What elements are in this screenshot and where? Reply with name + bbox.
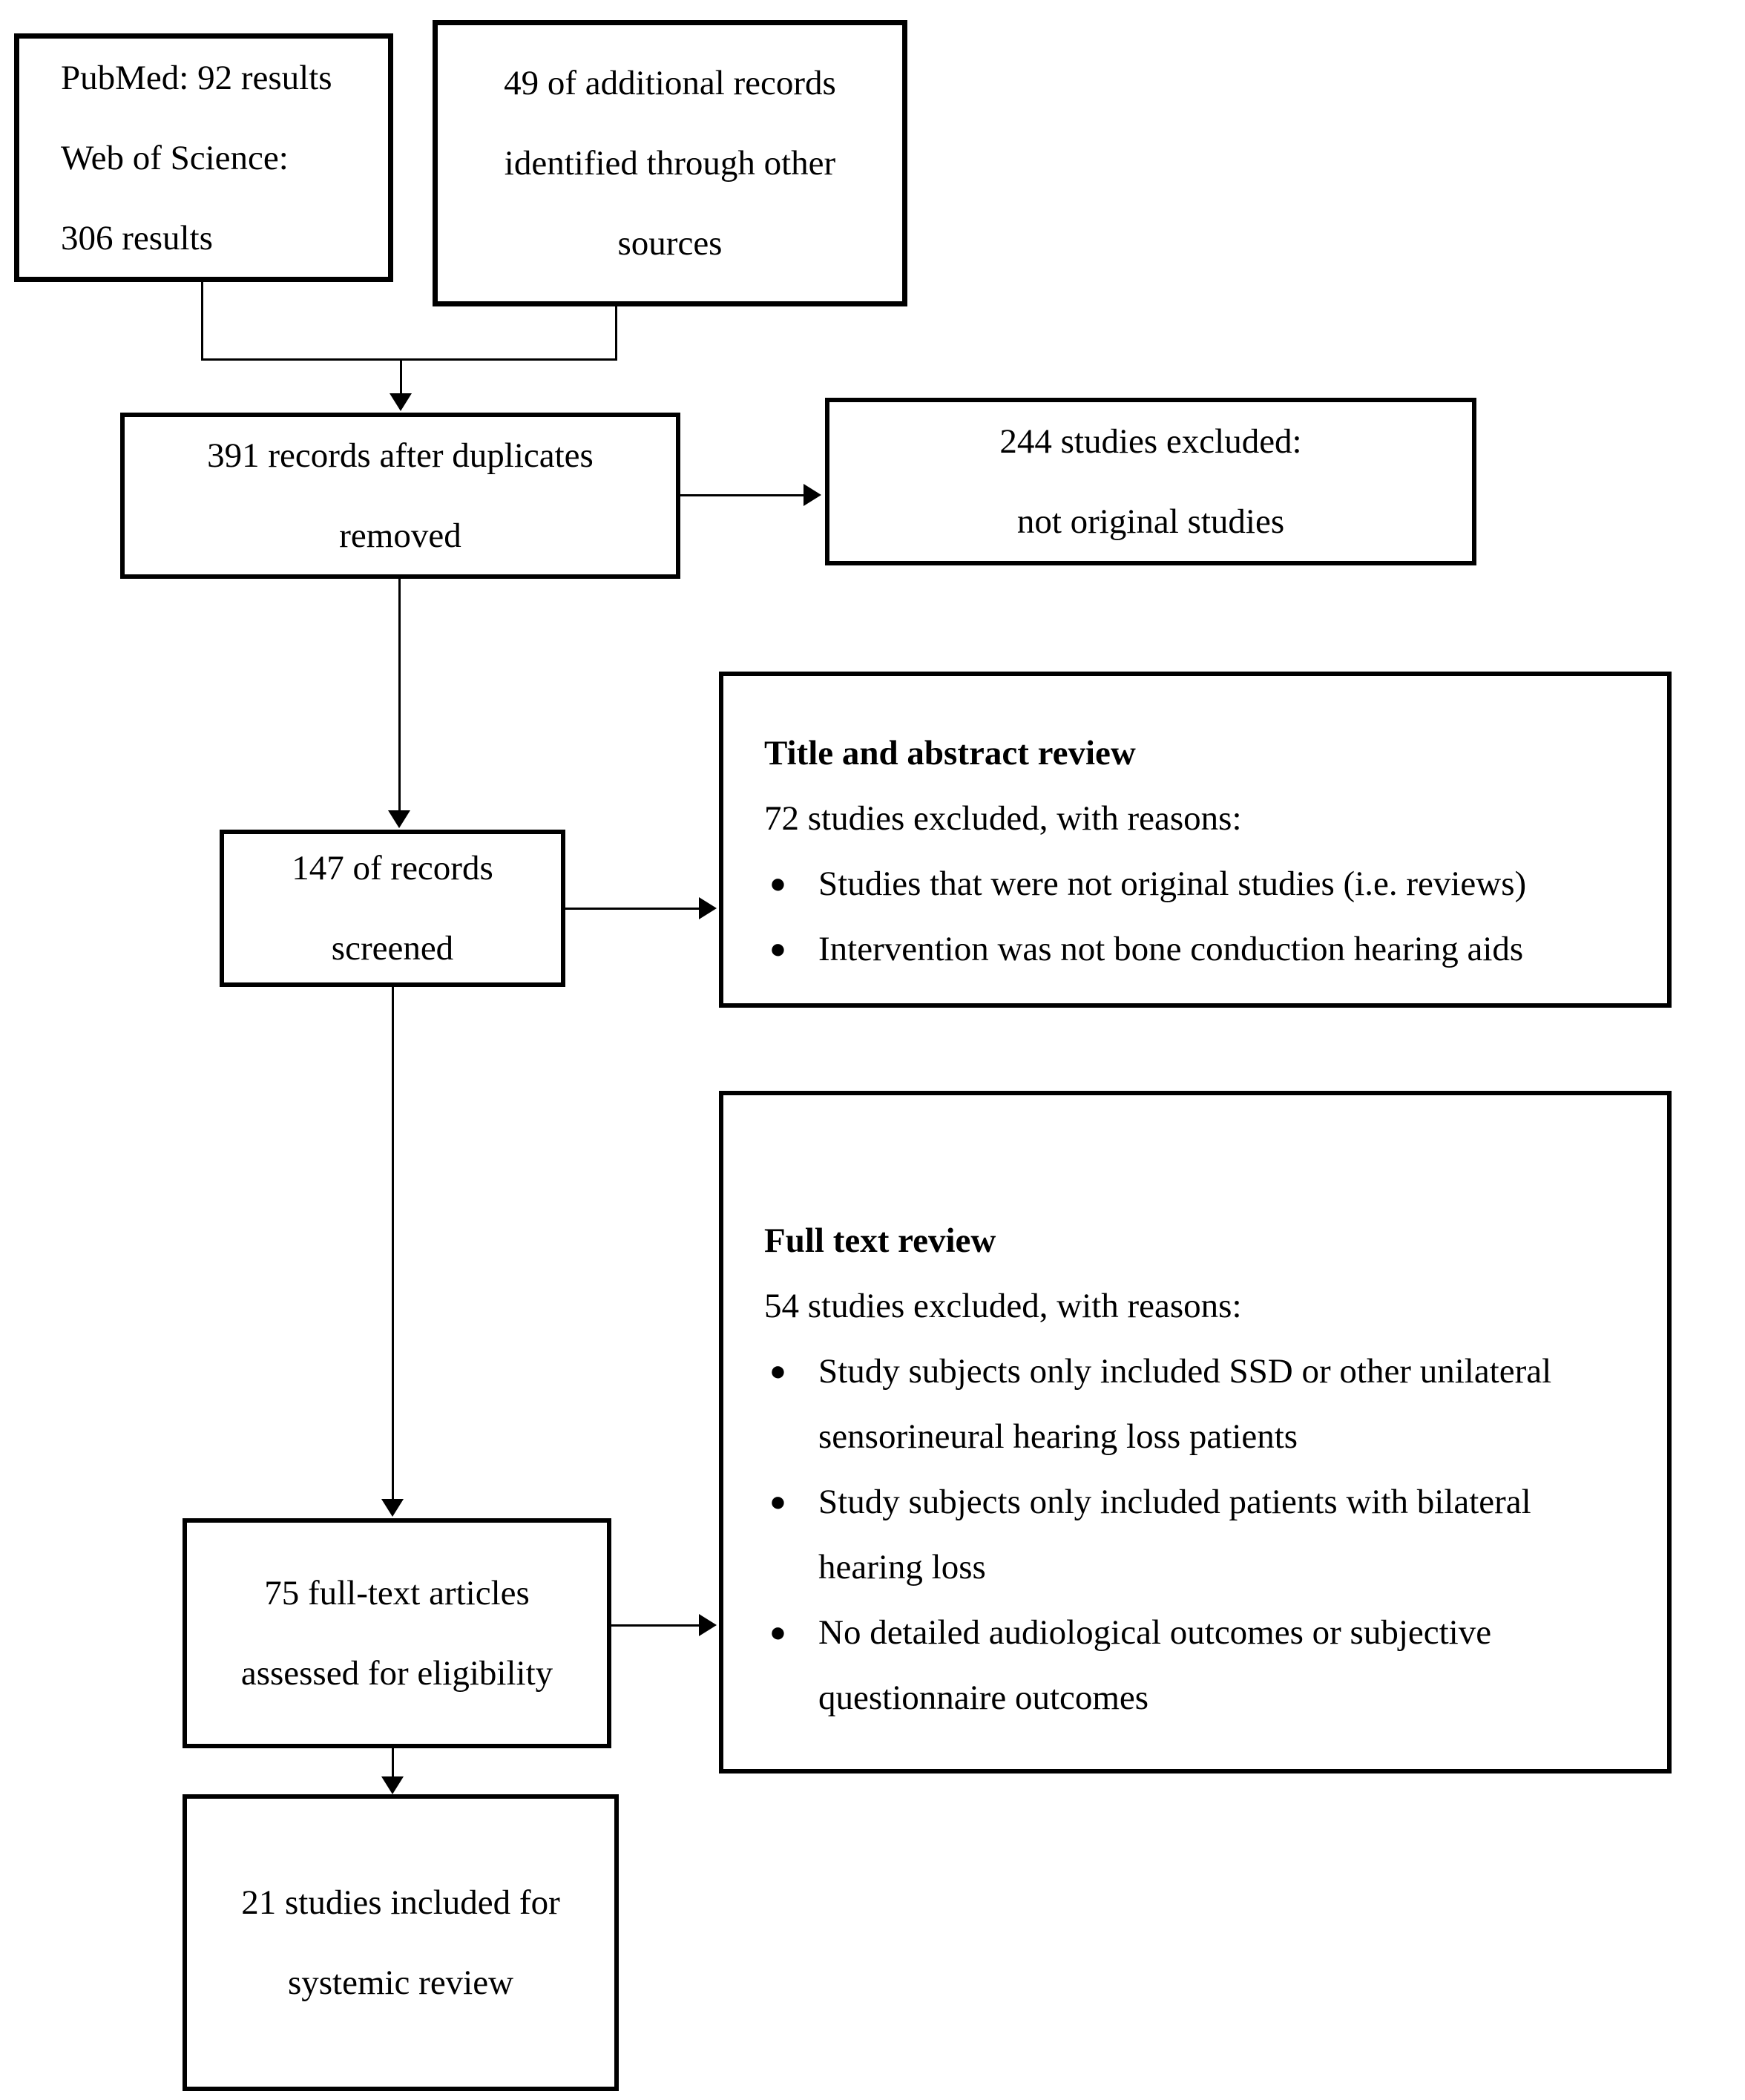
bullet-icon: ● (769, 1356, 786, 1387)
exclusion-reason-item: ● Studies that were not original studies… (723, 851, 1667, 916)
connector-screened-to-titlereview (565, 908, 699, 910)
exclusion-reason-item: ● No detailed audiological outcomes or s… (723, 1600, 1667, 1730)
connector-assessed-to-included (392, 1748, 394, 1778)
additional-records-line: identified through other (504, 144, 836, 183)
exclusion-reason-text: No detailed audiological outcomes or sub… (818, 1613, 1492, 1717)
records-screened-line: screened (331, 929, 454, 968)
bullet-icon: ● (769, 1486, 786, 1517)
bullet-icon: ● (769, 868, 786, 899)
records-deduped-line: removed (339, 516, 461, 555)
records-screened-line: 147 of records (292, 849, 493, 887)
full-text-review-heading: Full text review (764, 1221, 996, 1260)
exclusion-reason-text: Studies that were not original studies (… (818, 864, 1527, 903)
arrowhead-into-excluded (804, 484, 821, 506)
arrowhead-into-deduped (390, 393, 412, 411)
arrowhead-into-assessed (381, 1499, 404, 1517)
full-text-articles-line: assessed for eligibility (240, 1654, 553, 1693)
exclusion-reason-text: Study subjects only included patients wi… (818, 1483, 1531, 1587)
connector-join-line (201, 358, 617, 361)
arrowhead-into-fullreview (699, 1614, 717, 1636)
studies-excluded-box: 244 studies excluded: not original studi… (825, 398, 1476, 565)
full-text-review-box: Full text review 54 studies excluded, wi… (719, 1091, 1672, 1773)
exclusion-reason-text: Intervention was not bone conduction hea… (818, 930, 1524, 968)
title-abstract-review-intro: 72 studies excluded, with reasons: (764, 799, 1242, 838)
exclusion-reason-text: Study subjects only included SSD or othe… (818, 1352, 1552, 1456)
records-deduped-line: 391 records after duplicates (207, 436, 594, 475)
studies-excluded-line: not original studies (1016, 502, 1285, 541)
additional-records-line: 49 of additional records (504, 64, 836, 102)
additional-records-line: sources (617, 224, 723, 263)
connector-additional-stub (615, 304, 617, 361)
exclusion-reason-item: ● Study subjects only included SSD or ot… (723, 1339, 1667, 1469)
records-deduped-box: 391 records after duplicates removed (120, 413, 680, 579)
title-abstract-review-heading: Title and abstract review (764, 734, 1136, 772)
connector-screened-to-assessed (392, 987, 394, 1500)
connector-join-to-deduped (400, 361, 402, 395)
sources-box: PubMed: 92 results Web of Science: 306 r… (14, 33, 393, 282)
full-text-review-intro: 54 studies excluded, with reasons: (764, 1287, 1242, 1325)
arrowhead-into-included (381, 1776, 404, 1794)
studies-included-box: 21 studies included for systemic review (183, 1794, 619, 2091)
connector-deduped-to-screened (398, 579, 401, 812)
exclusion-reason-item: ● Intervention was not bone conduction h… (723, 916, 1667, 982)
bullet-icon: ● (769, 933, 786, 965)
arrowhead-into-screened (388, 810, 410, 828)
studies-included-line: 21 studies included for (241, 1883, 560, 1922)
full-text-articles-box: 75 full-text articles assessed for eligi… (183, 1518, 611, 1748)
exclusion-reason-item: ● Study subjects only included patients … (723, 1469, 1667, 1600)
studies-excluded-line: 244 studies excluded: (999, 422, 1302, 461)
bullet-icon: ● (769, 1617, 786, 1648)
arrowhead-into-titlereview (699, 897, 717, 919)
connector-sources-stub (201, 280, 203, 361)
full-text-articles-line: 75 full-text articles (264, 1574, 530, 1612)
connector-assessed-to-fullreview (611, 1624, 699, 1627)
connector-deduped-to-excluded (680, 494, 804, 496)
records-screened-box: 147 of records screened (220, 830, 565, 987)
title-abstract-review-box: Title and abstract review 72 studies exc… (719, 672, 1672, 1008)
sources-line: Web of Science: (61, 138, 289, 177)
additional-records-box: 49 of additional records identified thro… (433, 20, 907, 306)
studies-included-line: systemic review (287, 1963, 514, 2002)
sources-line: 306 results (61, 218, 213, 257)
sources-line: PubMed: 92 results (61, 58, 332, 97)
